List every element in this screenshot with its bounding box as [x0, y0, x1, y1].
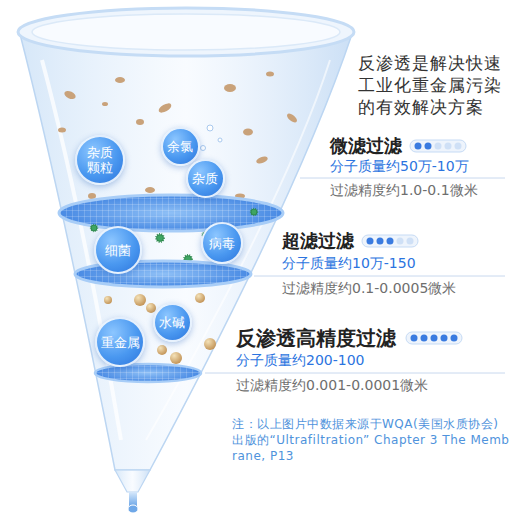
- air-bubbles: [201, 125, 223, 151]
- source-note: 注：以上图片中数据来源于WQA(美国水质协会)出版的“Ultrafiltrati…: [232, 416, 510, 464]
- molecular-weight-text: 分子质量约50万-10万: [330, 158, 469, 175]
- bubble-label: 重金属: [101, 335, 140, 350]
- contaminant-bubble: 杂质: [186, 159, 225, 198]
- bubble-label: 病毒: [209, 236, 235, 251]
- precision-text: 过滤精度约1.0-0.1微米: [330, 182, 478, 199]
- contaminant-bubble: 病毒: [201, 222, 243, 264]
- bubble-label: 杂质: [192, 171, 218, 186]
- bubble-label: 水碱: [159, 315, 185, 330]
- bubble-label: 细菌: [105, 243, 131, 258]
- contaminant-bubble: 余氯: [161, 127, 200, 166]
- contaminant-bubble: 水碱: [153, 303, 192, 342]
- funnel-rim: [18, 8, 354, 56]
- filter-disc-micro: [59, 195, 283, 231]
- level-dots-ultra: [362, 235, 418, 247]
- precision-text: 过滤精度约0.001-0.0001微米: [236, 377, 428, 394]
- level-dots-ro: [406, 332, 462, 344]
- impurity-particles: [58, 72, 299, 200]
- molecular-weight-text: 分子质量约200-100: [236, 352, 365, 369]
- level-dots-micro: [410, 140, 466, 152]
- stage-heading: 微滤过滤: [330, 135, 402, 157]
- headline-text: 反渗透是解决快速工业化重金属污染的有效解决方案: [358, 52, 510, 118]
- precision-text: 过滤精度约0.1-0.0005微米: [282, 280, 456, 297]
- stage-heading: 反渗透高精度过滤: [236, 326, 396, 350]
- contaminant-bubble: 杂质颗粒: [75, 135, 125, 185]
- stage-heading: 超滤过滤: [282, 230, 354, 252]
- filter-disc-ro: [95, 364, 201, 382]
- bubble-label: 杂质颗粒: [86, 145, 114, 175]
- bubble-label: 余氯: [167, 139, 193, 154]
- contaminant-bubble: 重金属: [95, 317, 145, 367]
- contaminant-bubble: 细菌: [94, 226, 142, 274]
- stage-divider-lines: [205, 178, 505, 373]
- molecular-weight-text: 分子质量约10万-150: [282, 255, 416, 272]
